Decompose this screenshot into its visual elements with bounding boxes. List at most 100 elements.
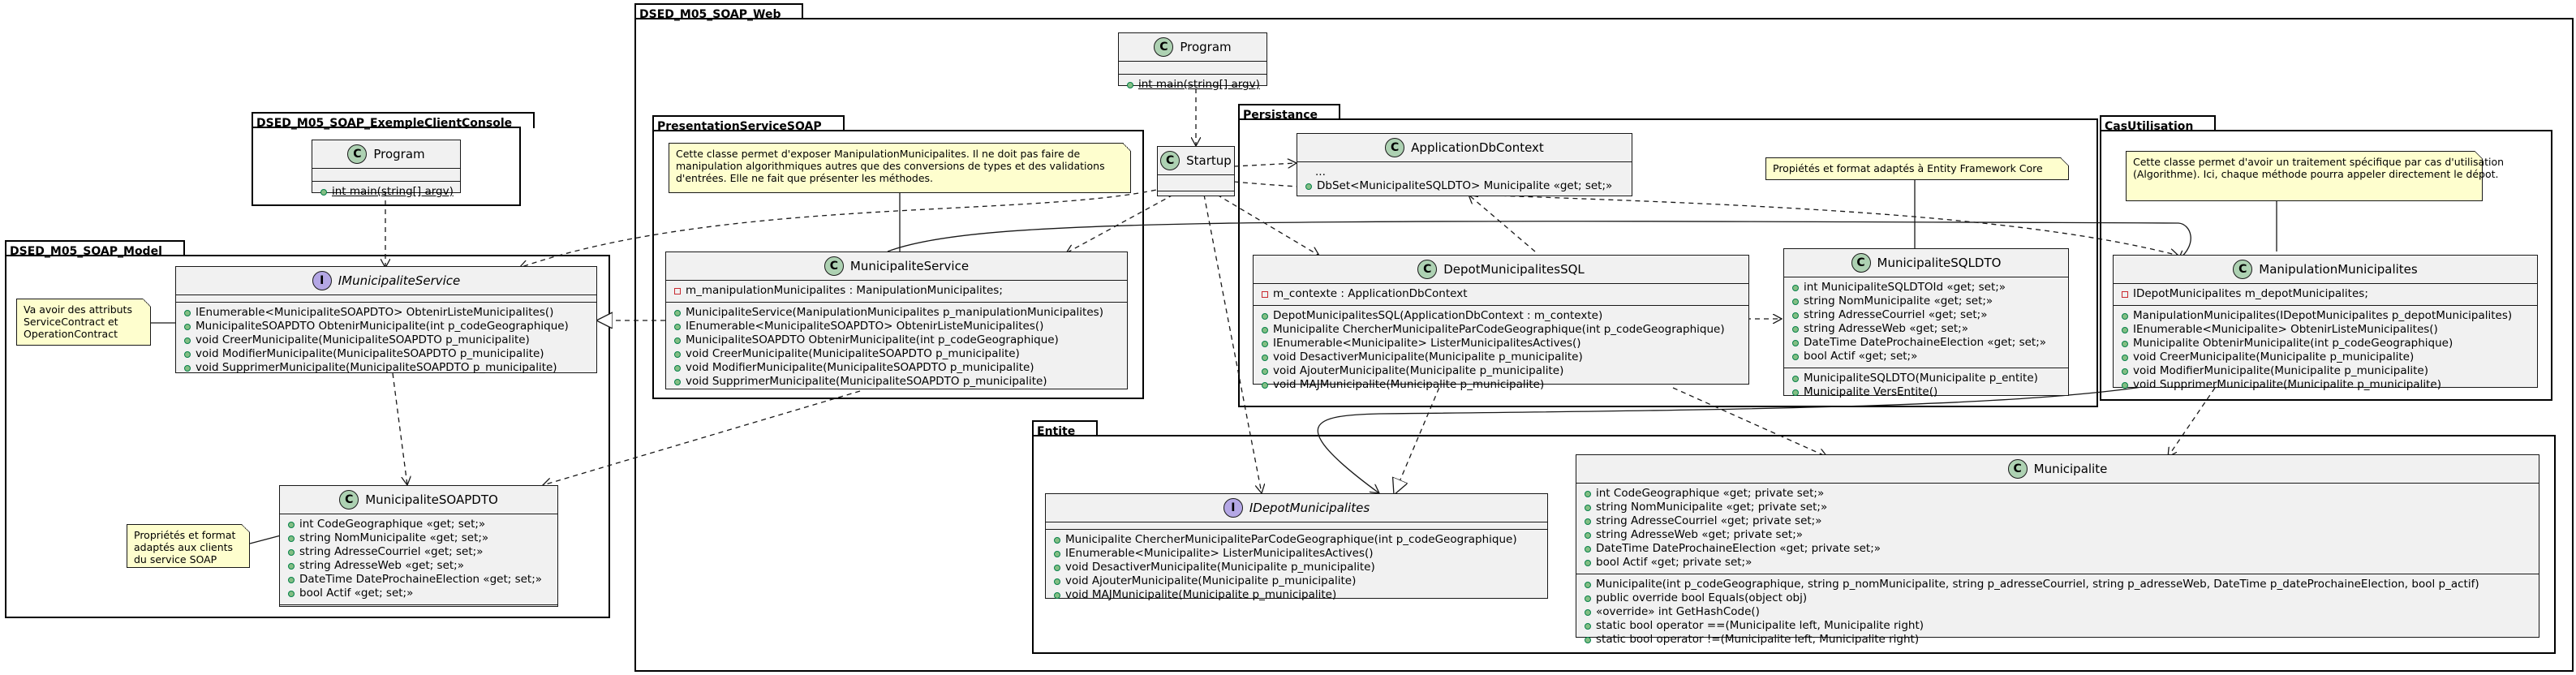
class-section — [280, 605, 557, 617]
member-row: void SupprimerMunicipalite(MunicipaliteS… — [674, 375, 1122, 389]
note-line: OperationContract — [24, 328, 118, 340]
member-row: DepotMunicipalitesSQL(ApplicationDbConte… — [1262, 309, 1744, 323]
member-row: void CreerMunicipalite(MunicipaliteSOAPD… — [674, 347, 1122, 361]
public-icon — [1792, 325, 1799, 333]
member-row: void ModifierMunicipalite(Municipalite p… — [2122, 364, 2532, 378]
class-name: ApplicationDbContext — [1411, 140, 1544, 155]
member-row: string AdresseCourriel «get; private set… — [1585, 514, 2534, 528]
public-icon — [288, 548, 295, 556]
public-icon — [1792, 389, 1799, 396]
class-section — [176, 295, 596, 303]
public-icon — [1585, 545, 1591, 552]
member-row: Municipalite(int p_codeGeographique, str… — [1585, 578, 2534, 591]
arrow-depotsql-idepot — [1394, 379, 1443, 495]
member-row: ... — [1305, 166, 1627, 179]
public-icon — [288, 521, 295, 528]
package-model — [5, 255, 610, 618]
class-icon: C — [824, 256, 844, 276]
public-icon — [1054, 591, 1060, 599]
public-icon — [674, 364, 681, 372]
class-name: Program — [1180, 40, 1232, 54]
member-row: string AdresseWeb «get; set;» — [1792, 322, 2063, 336]
note-ef-core: Propiétés et format adaptés à Entity Fra… — [1765, 157, 2069, 180]
class-section: int CodeGeographique «get; set;» string … — [280, 514, 557, 605]
note-line: adaptés aux clients — [134, 541, 234, 553]
public-icon — [288, 576, 295, 583]
class-section — [312, 169, 460, 182]
member-row: bool Actif «get; private set;» — [1585, 556, 2534, 570]
package-cas — [2100, 130, 2552, 401]
package-client — [252, 127, 521, 206]
arrow-imservice-soapdto — [392, 372, 407, 485]
member-row: int CodeGeographique «get; private set;» — [1585, 487, 2534, 501]
class-icon: C — [2007, 459, 2028, 479]
note-line: Cette classe permet d'avoir un traitemen… — [2133, 156, 2505, 168]
class-section — [1119, 62, 1266, 75]
note-line: Propiétés et format adaptés à Entity Fra… — [1773, 162, 2043, 174]
member-row: int CodeGeographique «get; set;» — [288, 518, 553, 531]
public-icon — [1792, 339, 1799, 346]
note-cas-utilisation: Cette classe permet d'avoir un traitemen… — [2126, 151, 2505, 201]
public-icon — [1054, 550, 1060, 557]
member-row: void AjouterMunicipalite(Municipalite p_… — [1262, 364, 1744, 378]
package-web — [634, 18, 2574, 672]
member-row: bool Actif «get; set;» — [288, 587, 553, 600]
public-icon — [1585, 595, 1591, 602]
note-presentation: Cette classe permet d'exposer Manipulati… — [669, 143, 1131, 193]
public-icon — [320, 188, 327, 196]
member-row: IEnumerable<MunicipaliteSOAPDTO> Obtenir… — [184, 306, 591, 320]
note-line: d'entrées. Elle ne fait que présenter le… — [676, 172, 934, 184]
public-icon — [1585, 490, 1591, 497]
class-icon: C — [1417, 260, 1438, 279]
public-icon — [184, 323, 191, 330]
note-line: manipulation algorithmiques autres que d… — [676, 160, 1105, 172]
public-icon — [1054, 564, 1060, 571]
class-name: MunicipaliteSOAPDTO — [365, 492, 498, 507]
class-section — [1158, 191, 1234, 207]
arrow-startup-muniservice — [1066, 194, 1174, 253]
public-icon — [184, 364, 191, 372]
member-row: void ModifierMunicipalite(MunicipaliteSO… — [184, 347, 591, 361]
member-row: Municipalite ChercherMunicipaliteParCode… — [1262, 323, 1744, 337]
arrow-muniservice-manip — [887, 221, 2191, 260]
private-icon — [674, 287, 681, 295]
member-row: m_manipulationMunicipalites : Manipulati… — [674, 284, 1122, 298]
member-row: void MAJMunicipalite(Municipalite p_muni… — [1262, 378, 1744, 392]
public-icon — [1792, 298, 1799, 305]
class-icon: C — [2233, 260, 2253, 279]
public-icon — [184, 350, 191, 358]
member-row: void CreerMunicipalite(MunicipaliteSOAPD… — [184, 333, 591, 347]
public-icon — [1792, 375, 1799, 382]
class-section — [1158, 175, 1234, 191]
member-row: void SupprimerMunicipalite(Municipalite … — [2122, 378, 2532, 392]
public-icon — [1585, 622, 1591, 630]
member-row: int MunicipaliteSQLDTOId «get; set;» — [1792, 281, 2063, 295]
class-section: int main(string[] argv) — [1119, 75, 1266, 96]
public-icon — [1127, 81, 1133, 88]
interface-icon: I — [1223, 498, 1243, 518]
arrow-manip-municipalite — [2168, 387, 2216, 457]
public-icon — [1262, 326, 1268, 333]
public-icon — [1305, 183, 1312, 190]
public-icon — [184, 309, 191, 316]
class-section: MunicipaliteSQLDTO(Municipalite p_entite… — [1784, 368, 2068, 403]
arrow-muniservice-soapdto — [543, 390, 861, 485]
